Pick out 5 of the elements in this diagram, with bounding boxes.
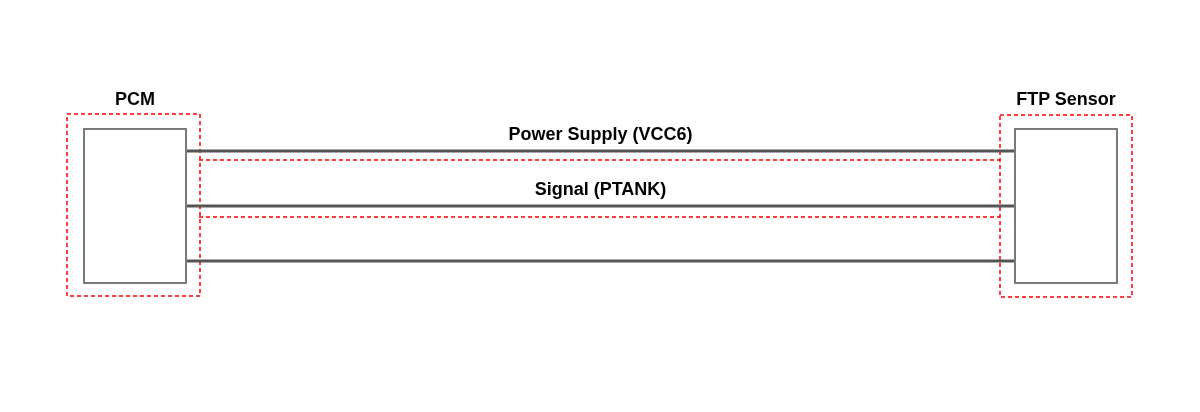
- module-heading: PCM: [114, 88, 156, 110]
- wire: [187, 259, 1014, 263]
- module-heading: FTP Sensor: [1015, 88, 1117, 110]
- wire: [187, 149, 1014, 153]
- wire: [187, 204, 1014, 208]
